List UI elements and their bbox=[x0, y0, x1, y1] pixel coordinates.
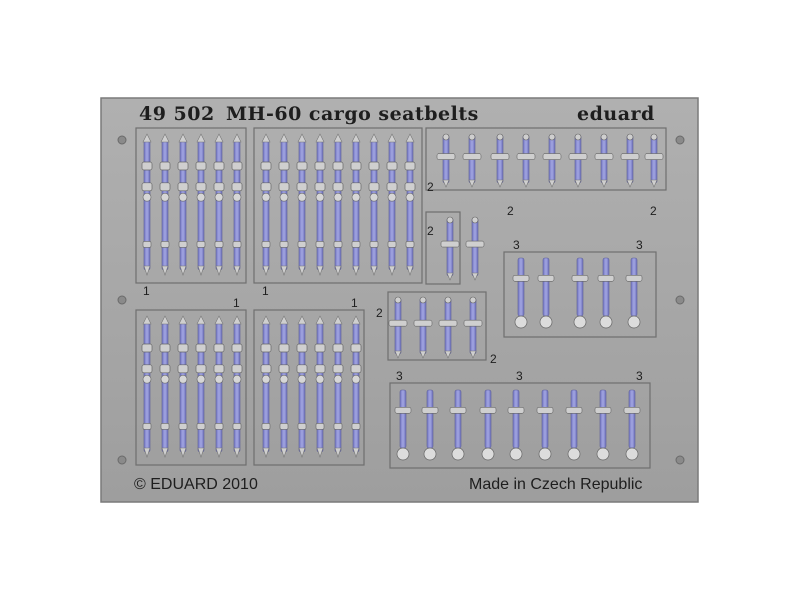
part-frames bbox=[135, 127, 667, 469]
part-number: 2 bbox=[427, 224, 434, 238]
seatbelt-strap bbox=[195, 315, 207, 458]
seatbelt-strap-round bbox=[597, 257, 615, 329]
seatbelt-strap-short bbox=[462, 133, 482, 188]
part-number: 3 bbox=[513, 238, 520, 252]
seatbelt-strap bbox=[278, 315, 290, 458]
part-number: 3 bbox=[636, 369, 643, 383]
product-code: 49 502 bbox=[139, 103, 215, 125]
seatbelt-strap bbox=[350, 133, 362, 276]
seatbelt-strap bbox=[404, 133, 416, 276]
seatbelt-strap bbox=[278, 133, 290, 276]
seatbelt-strap-round bbox=[449, 389, 467, 461]
seatbelt-strap bbox=[314, 315, 326, 458]
mounting-hole-icon bbox=[117, 135, 127, 145]
part-number: 2 bbox=[490, 352, 497, 366]
seatbelt-strap bbox=[159, 315, 171, 458]
seatbelt-strap bbox=[314, 133, 326, 276]
origin-notice: Made in Czech Republic bbox=[469, 476, 643, 493]
frame-group-i bbox=[389, 382, 651, 469]
part-number: 1 bbox=[262, 284, 269, 298]
seatbelt-strap bbox=[386, 133, 398, 276]
mounting-hole-icon bbox=[117, 295, 127, 305]
mounting-holes bbox=[117, 135, 685, 465]
seatbelt-strap bbox=[213, 133, 225, 276]
product-name: MH-60 cargo seatbelts bbox=[226, 103, 479, 125]
seatbelt-strap bbox=[141, 315, 153, 458]
seatbelt-strap-round bbox=[479, 389, 497, 461]
seatbelt-strap-round bbox=[565, 389, 583, 461]
part-number: 2 bbox=[376, 306, 383, 320]
frame-group-c bbox=[135, 309, 247, 466]
seatbelt-strap bbox=[296, 133, 308, 276]
seatbelt-strap bbox=[332, 315, 344, 458]
seatbelt-strap bbox=[296, 315, 308, 458]
seatbelt-strap-round bbox=[571, 257, 589, 329]
seatbelt-strap-short bbox=[620, 133, 640, 188]
seatbelt-strap-short bbox=[436, 133, 456, 188]
seatbelt-strap-short bbox=[465, 216, 485, 281]
seatbelt-strap-short bbox=[568, 133, 588, 188]
part-number: 1 bbox=[351, 296, 358, 310]
mounting-hole-icon bbox=[675, 295, 685, 305]
part-number: 2 bbox=[650, 204, 657, 218]
seatbelt-strap-short bbox=[490, 133, 510, 188]
seatbelt-strap-round bbox=[536, 389, 554, 461]
frame-group-h bbox=[387, 291, 487, 361]
seatbelt-strap bbox=[332, 133, 344, 276]
brand-logo: eduard bbox=[577, 103, 655, 125]
seatbelt-strap bbox=[260, 315, 272, 458]
seatbelt-parts bbox=[141, 133, 664, 461]
frame-group-e bbox=[425, 127, 667, 191]
frame-group-a bbox=[135, 127, 247, 284]
seatbelt-strap-short bbox=[413, 296, 433, 359]
frame-group-f bbox=[425, 211, 461, 285]
seatbelt-strap-round bbox=[625, 257, 643, 329]
seatbelt-strap-short bbox=[516, 133, 536, 188]
seatbelt-strap bbox=[213, 315, 225, 458]
seatbelt-strap bbox=[159, 133, 171, 276]
seatbelt-strap-short bbox=[644, 133, 664, 188]
part-number: 2 bbox=[507, 204, 514, 218]
frame-group-g bbox=[503, 251, 657, 338]
part-number: 1 bbox=[143, 284, 150, 298]
seatbelt-strap-round bbox=[623, 389, 641, 461]
part-number: 3 bbox=[516, 369, 523, 383]
copyright-notice: © EDUARD 2010 bbox=[134, 476, 258, 493]
seatbelt-strap-short bbox=[438, 296, 458, 359]
mounting-hole-icon bbox=[675, 455, 685, 465]
part-number: 3 bbox=[636, 238, 643, 252]
mounting-hole-icon bbox=[117, 455, 127, 465]
seatbelt-strap-round bbox=[421, 389, 439, 461]
seatbelt-strap bbox=[177, 315, 189, 458]
seatbelt-strap bbox=[141, 133, 153, 276]
seatbelt-strap bbox=[260, 133, 272, 276]
frame-group-b bbox=[253, 127, 423, 284]
seatbelt-strap-short bbox=[594, 133, 614, 188]
seatbelt-strap-round bbox=[512, 257, 530, 329]
mounting-hole-icon bbox=[675, 135, 685, 145]
seatbelt-strap-short bbox=[463, 296, 483, 359]
seatbelt-strap bbox=[368, 133, 380, 276]
seatbelt-strap bbox=[177, 133, 189, 276]
part-number: 3 bbox=[396, 369, 403, 383]
part-number: 2 bbox=[427, 180, 434, 194]
seatbelt-strap-round bbox=[594, 389, 612, 461]
seatbelt-strap-round bbox=[394, 389, 412, 461]
seatbelt-strap-round bbox=[537, 257, 555, 329]
seatbelt-strap-round bbox=[507, 389, 525, 461]
part-number: 1 bbox=[233, 296, 240, 310]
seatbelt-strap bbox=[195, 133, 207, 276]
frame-group-d bbox=[253, 309, 365, 466]
seatbelt-strap-short bbox=[542, 133, 562, 188]
seatbelt-strap bbox=[231, 315, 243, 458]
seatbelt-strap bbox=[350, 315, 362, 458]
seatbelt-strap-short bbox=[388, 296, 408, 359]
seatbelt-strap bbox=[231, 133, 243, 276]
seatbelt-strap-short bbox=[440, 216, 460, 281]
